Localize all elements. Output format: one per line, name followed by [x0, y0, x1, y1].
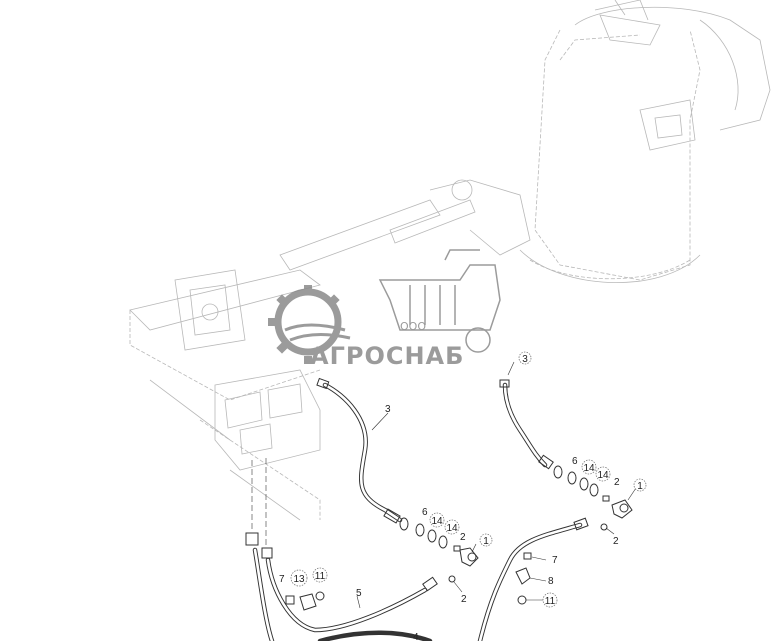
hose-3-right — [502, 382, 548, 468]
callout-14: 14 — [583, 463, 595, 474]
callout-5: 5 — [356, 588, 362, 599]
callout-14: 14 — [597, 470, 609, 481]
callout-14: 14 — [446, 523, 458, 534]
leader-lines — [356, 361, 637, 609]
callout-8: 8 — [548, 576, 554, 587]
elbow-fitting-left — [459, 547, 479, 567]
callout-3: 3 — [385, 404, 391, 415]
hose-4 — [252, 522, 583, 641]
callout-6: 6 — [422, 507, 428, 518]
callout-13: 13 — [293, 574, 305, 585]
callout-14: 14 — [431, 516, 443, 527]
callout-3: 3 — [522, 354, 528, 365]
seal-stack-right — [553, 465, 610, 502]
hose-fittings — [245, 377, 589, 592]
background-assembly — [129, 0, 771, 521]
hose-3-left — [322, 382, 403, 523]
callout-11: 11 — [315, 571, 326, 582]
callout-4: 4 — [413, 632, 419, 641]
callout-2: 2 — [461, 594, 467, 605]
callout-1: 1 — [483, 536, 489, 547]
watermark-name: АГРОСНАБ — [310, 342, 464, 370]
fitting-group-right — [515, 552, 532, 605]
callout-7: 7 — [552, 555, 558, 566]
harvester-icon — [378, 249, 501, 353]
elbow-fitting-right — [611, 499, 633, 519]
callouts: 3 3 6 14 14 2 1 2 5 7 13 11 4 6 14 14 2 … — [279, 351, 647, 641]
watermark-logo: ООО АГРОСНАБ — [268, 249, 501, 370]
callout-6: 6 — [572, 456, 578, 467]
callout-7: 7 — [279, 574, 285, 585]
callout-2: 2 — [614, 477, 620, 488]
callout-11: 11 — [545, 596, 556, 607]
callout-2: 2 — [460, 532, 466, 543]
seal-stack-left — [399, 517, 461, 552]
fitting-2-right — [600, 523, 608, 531]
watermark-prefix: ООО — [400, 320, 426, 333]
callout-2: 2 — [613, 536, 619, 547]
callout-1: 1 — [637, 481, 643, 492]
gear-icon — [268, 285, 351, 364]
hose-5 — [265, 557, 433, 641]
fitting-2-left — [448, 575, 456, 583]
fitting-group-left — [285, 591, 325, 611]
